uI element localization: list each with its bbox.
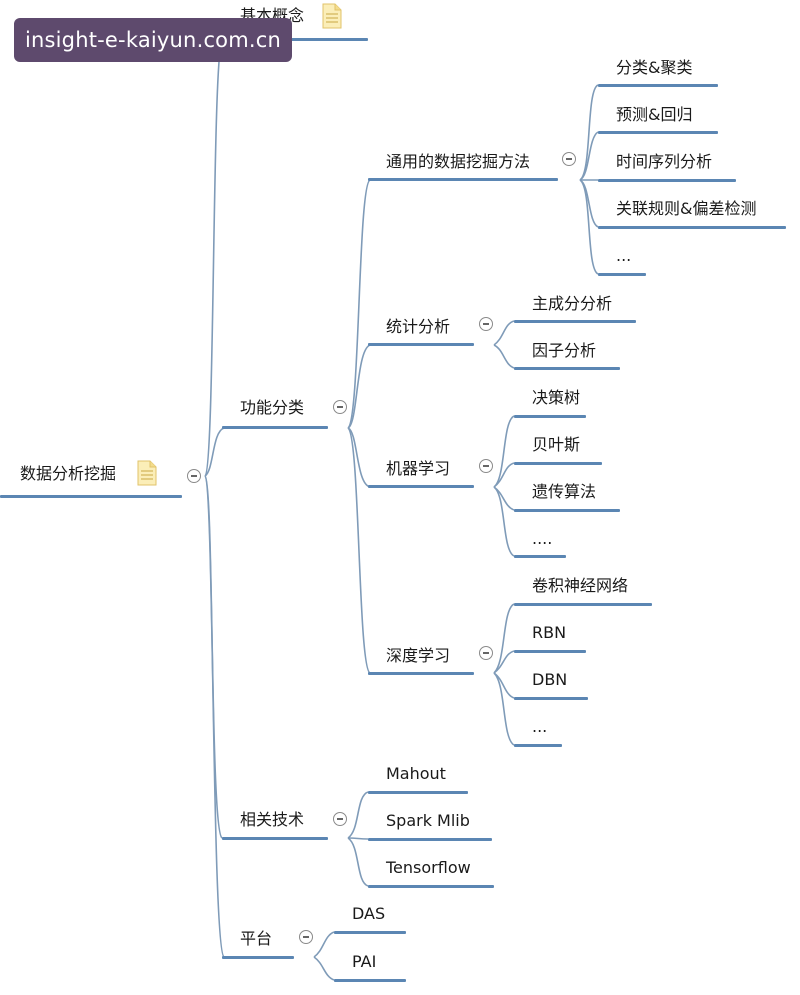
leaf-platform-1: DAS [352, 904, 386, 923]
note-icon [322, 3, 342, 29]
node-function-category: 功能分类 [240, 398, 305, 417]
connector-platform-1 [313, 931, 335, 958]
leaf-underline [514, 367, 620, 370]
connector-root-function [204, 427, 225, 477]
leaf-stats-1: 主成分分析 [532, 294, 613, 313]
leaf-underline [368, 791, 468, 794]
connector-dl-2 [493, 650, 515, 674]
leaf-underline [514, 462, 602, 465]
leaf-tech-2: Spark Mlib [386, 811, 470, 830]
leaf-underline [514, 650, 586, 653]
leaf-underline [514, 320, 636, 323]
connector-stats-1 [493, 320, 515, 346]
connector-root-tech [204, 475, 223, 839]
leaf-underline [598, 131, 718, 134]
leaf-underline [368, 838, 492, 841]
leaf-underline [514, 697, 588, 700]
leaf-ml-2: 贝叶斯 [532, 435, 581, 454]
node-general-underline [368, 178, 558, 181]
node-tech-underline [222, 837, 328, 840]
tech-collapse-button[interactable] [333, 812, 347, 826]
leaf-underline [514, 415, 586, 418]
leaf-dl-3: DBN [532, 670, 568, 689]
leaf-dl-4: ... [532, 717, 548, 736]
node-general-methods: 通用的数据挖掘方法 [386, 152, 531, 171]
connector-function-dl [347, 427, 371, 674]
leaf-dl-1: 卷积神经网络 [532, 576, 629, 595]
node-stats-underline [368, 343, 474, 346]
leaf-underline [514, 555, 566, 558]
leaf-general-4: 关联规则&偏差检测 [616, 199, 757, 218]
connector-general-1 [579, 84, 599, 181]
leaf-platform-2: PAI [352, 952, 377, 971]
node-dl-underline [368, 672, 474, 675]
function-collapse-button[interactable] [333, 400, 347, 414]
connector-function-stats [347, 344, 371, 429]
leaf-underline [514, 509, 620, 512]
leaf-tech-3: Tensorflow [386, 858, 471, 877]
leaf-stats-2: 因子分析 [532, 341, 597, 360]
connector-ml-1 [493, 415, 515, 488]
root-underline [0, 495, 182, 498]
leaf-underline [514, 744, 562, 747]
leaf-dl-2: RBN [532, 623, 567, 642]
node-platform-underline [222, 956, 294, 959]
node-function-underline [222, 426, 328, 429]
leaf-ml-3: 遗传算法 [532, 482, 597, 501]
root-collapse-button[interactable] [187, 469, 201, 483]
node-platform: 平台 [240, 929, 273, 948]
connector-root-basic [204, 39, 223, 477]
leaf-general-1: 分类&聚类 [616, 58, 693, 77]
node-statistical-analysis: 统计分析 [386, 317, 451, 336]
connector-general-5 [579, 179, 599, 275]
node-related-tech: 相关技术 [240, 810, 305, 829]
connector-tech-2 [347, 837, 369, 840]
leaf-underline [514, 603, 652, 606]
leaf-underline [334, 931, 406, 934]
connector-ml-4 [493, 486, 515, 557]
dl-collapse-button[interactable] [479, 646, 493, 660]
connector-function-general [347, 179, 371, 429]
connector-dl-1 [493, 603, 515, 674]
leaf-general-5: ... [616, 246, 632, 265]
leaf-underline [334, 979, 406, 982]
connector-root-platform [204, 475, 225, 958]
platform-collapse-button[interactable] [299, 930, 313, 944]
watermark-badge: insight-e-kaiyun.com.cn [14, 18, 292, 62]
node-ml-underline [368, 485, 474, 488]
general-collapse-button[interactable] [562, 152, 576, 166]
root-node-label: 数据分析挖掘 [20, 464, 117, 483]
leaf-underline [598, 226, 786, 229]
leaf-underline [598, 273, 646, 276]
leaf-tech-1: Mahout [386, 764, 446, 783]
leaf-underline [598, 179, 736, 182]
leaf-general-2: 预测&回归 [616, 105, 693, 124]
leaf-general-3: 时间序列分析 [616, 152, 713, 171]
connector-function-ml [347, 427, 371, 488]
connector-stats-2 [493, 344, 515, 369]
leaf-ml-1: 决策树 [532, 388, 581, 407]
connector-general-2 [579, 131, 599, 181]
leaf-underline [598, 84, 718, 87]
ml-collapse-button[interactable] [479, 459, 493, 473]
connector-tech-3 [347, 837, 369, 887]
connector-platform-2 [313, 956, 335, 981]
connector-tech-1 [347, 791, 369, 839]
connector-ml-2 [493, 462, 515, 488]
node-basic-underline [222, 38, 368, 41]
node-machine-learning: 机器学习 [386, 459, 451, 478]
leaf-underline [368, 885, 494, 888]
leaf-ml-4: .... [532, 529, 553, 548]
connector-dl-4 [493, 672, 515, 746]
node-deep-learning: 深度学习 [386, 646, 451, 665]
note-icon [137, 460, 157, 486]
stats-collapse-button[interactable] [479, 317, 493, 331]
